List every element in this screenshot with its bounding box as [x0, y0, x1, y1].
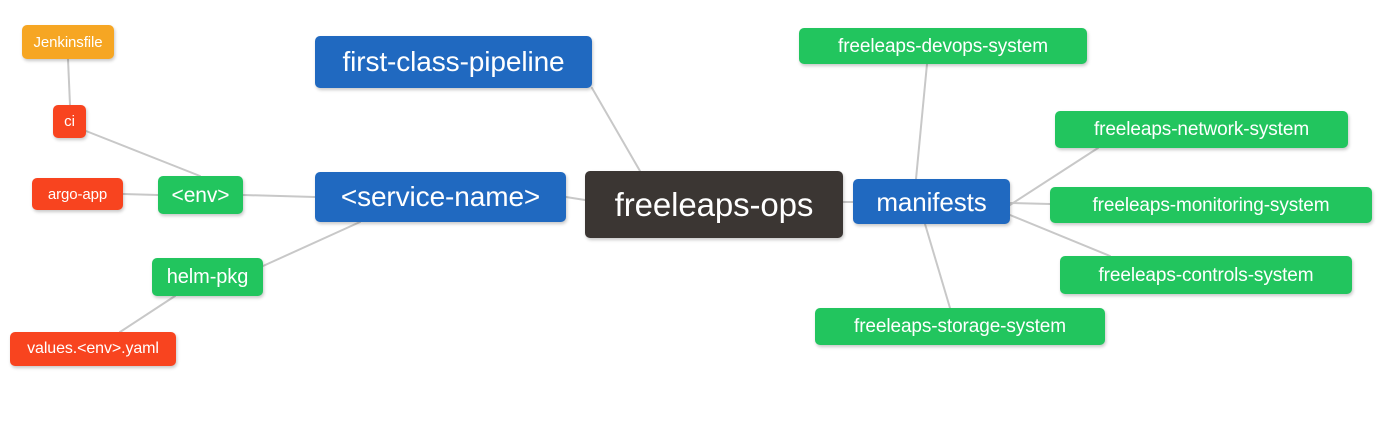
edge-manifests-to-freeleaps-devops-system: [915, 63, 928, 180]
node-freeleaps-controls-system[interactable]: freeleaps-controls-system: [1060, 256, 1352, 294]
edge-jenkinsfile-to-ci: [67, 58, 71, 106]
edge-service-name-to-helm-pkg: [262, 221, 361, 267]
edge-env-to-service-name: [242, 194, 316, 198]
node-freeleaps-ops[interactable]: freeleaps-ops: [585, 171, 843, 238]
edge-manifests-to-freeleaps-storage-system: [924, 223, 951, 309]
node-argo-app[interactable]: argo-app: [32, 178, 123, 210]
edge-helm-pkg-to-values-env-yaml: [119, 295, 176, 333]
edge-service-name-to-freeleaps-ops: [565, 196, 586, 201]
edge-service-name-to-first-class-pipeline: [591, 87, 641, 172]
edge-argo-app-to-env: [122, 193, 159, 196]
node-freeleaps-monitoring-system[interactable]: freeleaps-monitoring-system: [1050, 187, 1372, 223]
node-ci[interactable]: ci: [53, 105, 86, 138]
node-service-name[interactable]: <service-name>: [315, 172, 566, 222]
node-first-class-pipeline[interactable]: first-class-pipeline: [315, 36, 592, 88]
node-helm-pkg[interactable]: helm-pkg: [152, 258, 263, 296]
edge-manifests-to-freeleaps-monitoring-system: [1009, 202, 1051, 205]
node-freeleaps-devops-system[interactable]: freeleaps-devops-system: [799, 28, 1087, 64]
node-manifests[interactable]: manifests: [853, 179, 1010, 224]
edge-ci-to-env: [85, 130, 201, 177]
node-jenkinsfile[interactable]: Jenkinsfile: [22, 25, 114, 59]
node-freeleaps-storage-system[interactable]: freeleaps-storage-system: [815, 308, 1105, 345]
node-env[interactable]: <env>: [158, 176, 243, 214]
node-values-env-yaml[interactable]: values.<env>.yaml: [10, 332, 176, 366]
node-freeleaps-network-system[interactable]: freeleaps-network-system: [1055, 111, 1348, 148]
